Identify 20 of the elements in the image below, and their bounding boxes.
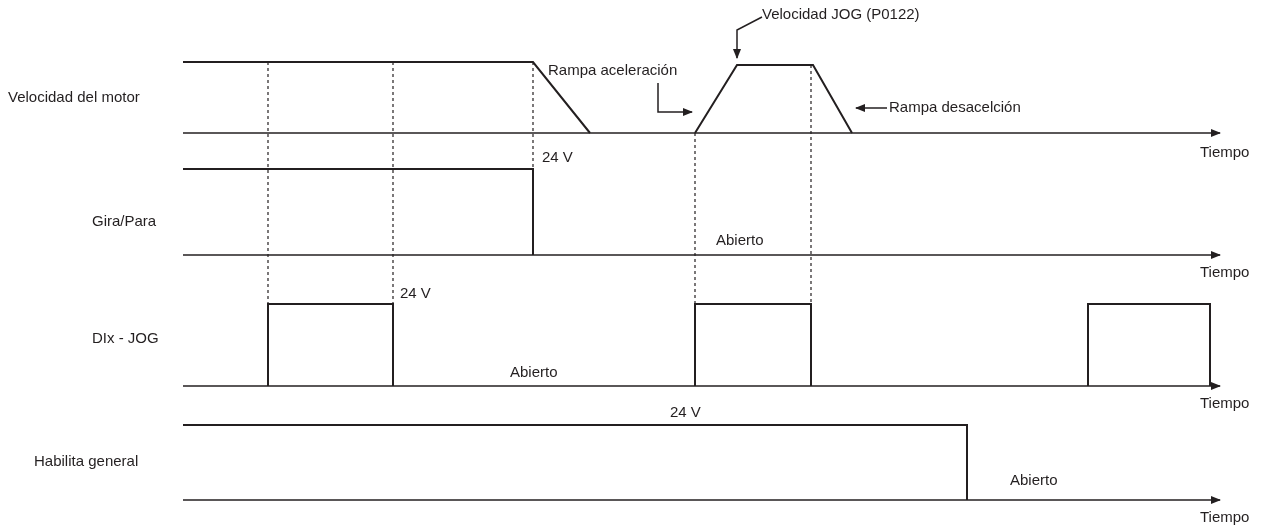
leader-arrow [854,103,888,113]
callout-text: Velocidad JOG (P0122) [762,5,920,23]
text-label: Tiempo [1200,263,1250,281]
text-label: Velocidad del motor [8,88,140,106]
text-label: 24 V [542,148,573,166]
text-label: Abierto [510,363,558,381]
text-label: Gira/Para [92,212,157,230]
text-label: DIx - JOG [92,329,159,347]
text-label: Tiempo [1200,508,1250,526]
text-label: Tiempo [1200,394,1250,412]
text-label: Abierto [1010,471,1058,489]
text-label: Abierto [716,231,764,249]
text-label: Tiempo [1200,143,1250,161]
callout-text: Rampa aceleración [548,61,678,79]
text-label: 24 V [670,403,701,421]
leader-arrow [732,16,763,60]
text-label: Habilita general [34,452,139,470]
text-label: 24 V [400,284,431,302]
leader-arrow [657,82,694,117]
callout-text: Rampa desacelción [889,98,1021,116]
